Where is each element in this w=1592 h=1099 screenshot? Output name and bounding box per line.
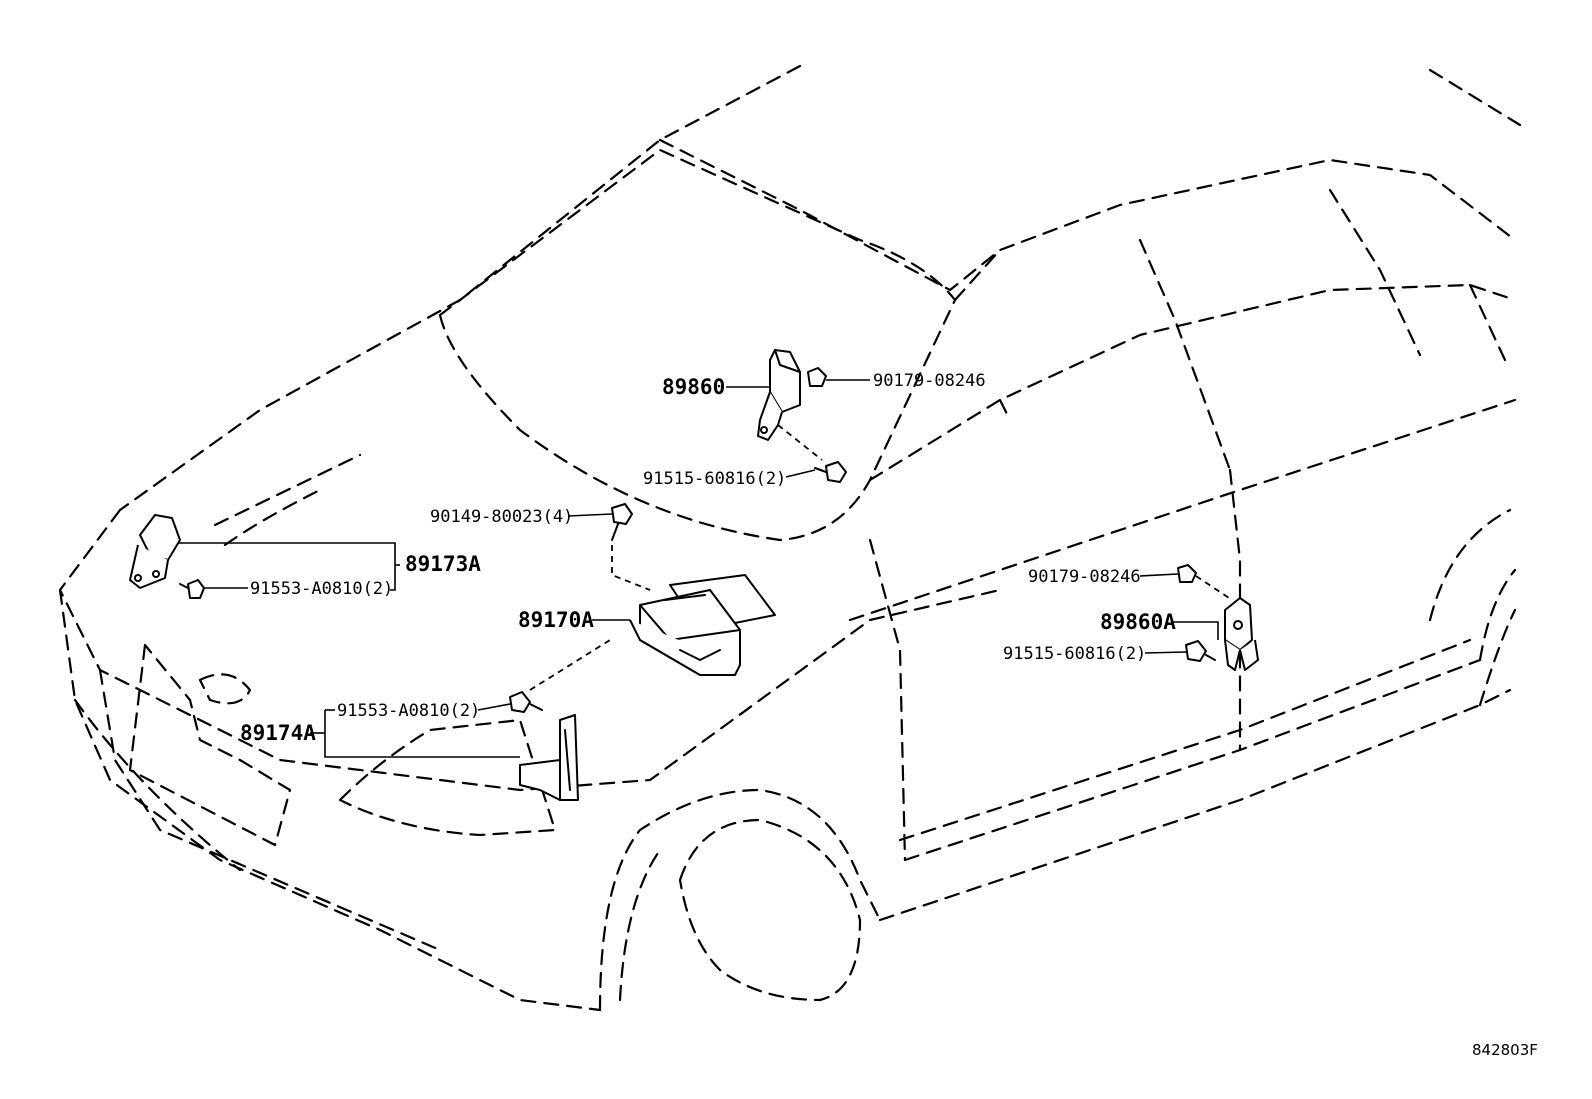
bolt-icon [814,461,847,483]
label-90149: 90149-80023(4) [430,507,573,527]
side-sensor-icon [757,349,801,441]
label-89170A: 89170A [518,608,594,632]
label-90179-front: 90179-08246 [873,371,986,391]
bolt-icon [1185,640,1216,662]
nut-icon [1177,564,1197,583]
crash-sensor-icon [129,514,181,589]
car-outline [58,64,1522,1012]
label-89173A: 89173A [405,552,481,576]
bolt-icon [611,503,633,541]
bracket-icon [519,714,579,801]
label-89860: 89860 [662,375,725,399]
airbag-ecu-icon [629,574,776,676]
nut-icon [807,367,827,387]
side-sensor-icon [1224,597,1259,671]
label-91515-front: 91515-60816(2) [643,469,786,489]
label-91553-right: 91553-A0810(2) [337,701,480,721]
bolt-icon [509,691,543,713]
label-89174A: 89174A [240,721,316,745]
bolt-icon [179,579,205,599]
label-91553-left: 91553-A0810(2) [250,579,393,599]
label-91515-rear: 91515-60816(2) [1003,644,1146,664]
label-90179-rear: 90179-08246 [1028,567,1141,587]
label-89860A: 89860A [1100,610,1176,634]
figure-code: 842803F [1472,1041,1538,1059]
